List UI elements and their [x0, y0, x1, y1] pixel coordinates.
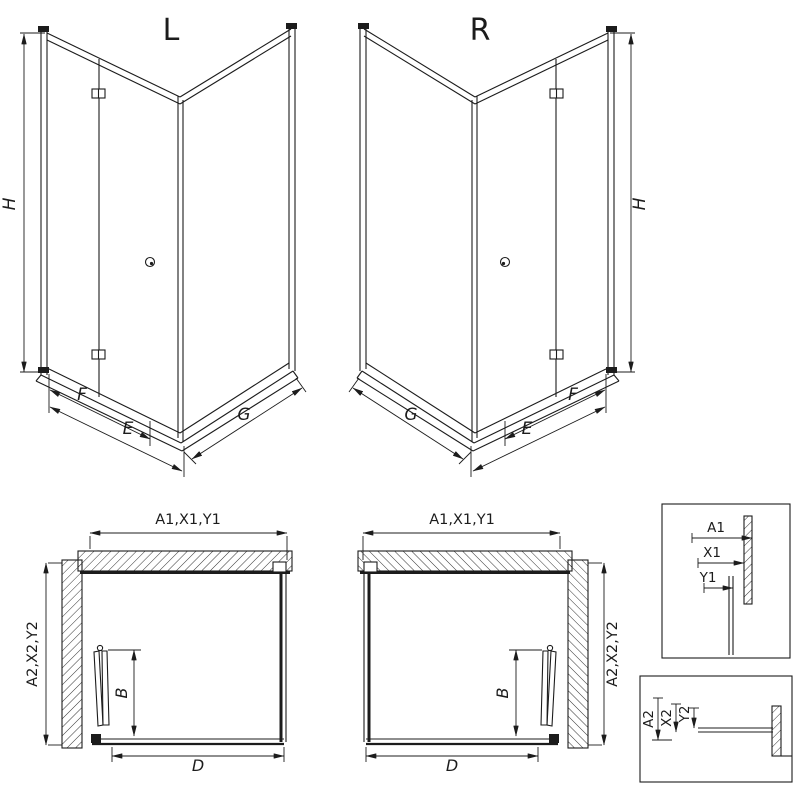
view-left-3d: L H F E G [0, 13, 251, 439]
view-right-3d-geometry-mirrored [349, 23, 635, 477]
detail-bottom-right: A2 X2 Y2 [639, 675, 793, 783]
dim-e-left: E [123, 419, 134, 439]
view-right-3d: R H F E G [404, 13, 650, 439]
detail1-label-a1: A1 [707, 520, 725, 536]
detail-top-right: A1 X1 Y1 [661, 503, 791, 659]
view-left-label: L [163, 13, 180, 48]
plan-left-dim-side: A2,X2,Y2 [25, 621, 41, 687]
door-leaf-folded [93, 650, 104, 727]
dim-f-left: F [77, 385, 87, 405]
profile-cap [38, 367, 49, 373]
wall-section-side [61, 559, 83, 749]
dim-f-right: F [568, 385, 578, 405]
plan-left: A1,X1,Y1 A2,X2,Y2 B D [25, 512, 221, 775]
plan-left-dim-top: A1,X1,Y1 [155, 512, 221, 528]
detail2-label-y2: Y2 [677, 706, 693, 724]
dim-h-right: H [630, 197, 650, 210]
wall-profile-block [91, 734, 101, 743]
dim-e-right: E [522, 419, 533, 439]
hinge-icon [91, 88, 106, 99]
plan-left-dim-b: B [112, 688, 131, 699]
door-knob-icon [144, 256, 156, 268]
corner-connector [272, 561, 287, 573]
plan-right-dim-side: A2,X2,Y2 [605, 621, 621, 687]
detail1-label-y1: Y1 [699, 570, 717, 586]
wall-profile-section [743, 515, 753, 605]
dim-g-left: G [237, 405, 250, 425]
dim-g-right: G [404, 405, 417, 425]
plan-right-dim-d: D [446, 756, 458, 775]
door-leaf-folded [101, 650, 110, 726]
door-knob-icon [96, 644, 104, 652]
plan-left-dim-d: D [192, 756, 204, 775]
wall-section-top [77, 550, 293, 572]
plan-right-geometry-mirrored [358, 533, 604, 762]
view-left-3d-geometry [20, 23, 307, 477]
profile-cap [286, 23, 297, 29]
plan-left-geometry [43, 530, 293, 762]
plan-right-dim-top: A1,X1,Y1 [429, 512, 495, 528]
dim-h-left: H [0, 197, 20, 210]
tray-edge-section [771, 705, 782, 757]
detail1-label-x1: X1 [703, 545, 721, 561]
profile-cap [38, 26, 49, 32]
detail2-label-x2: X2 [659, 709, 675, 727]
hinge-icon [91, 349, 106, 360]
plan-right: A1,X1,Y1 A2,X2,Y2 B D [429, 512, 621, 775]
detail2-label-a2: A2 [641, 710, 657, 728]
plan-right-dim-b: B [493, 688, 512, 699]
view-right-label: R [470, 13, 491, 48]
